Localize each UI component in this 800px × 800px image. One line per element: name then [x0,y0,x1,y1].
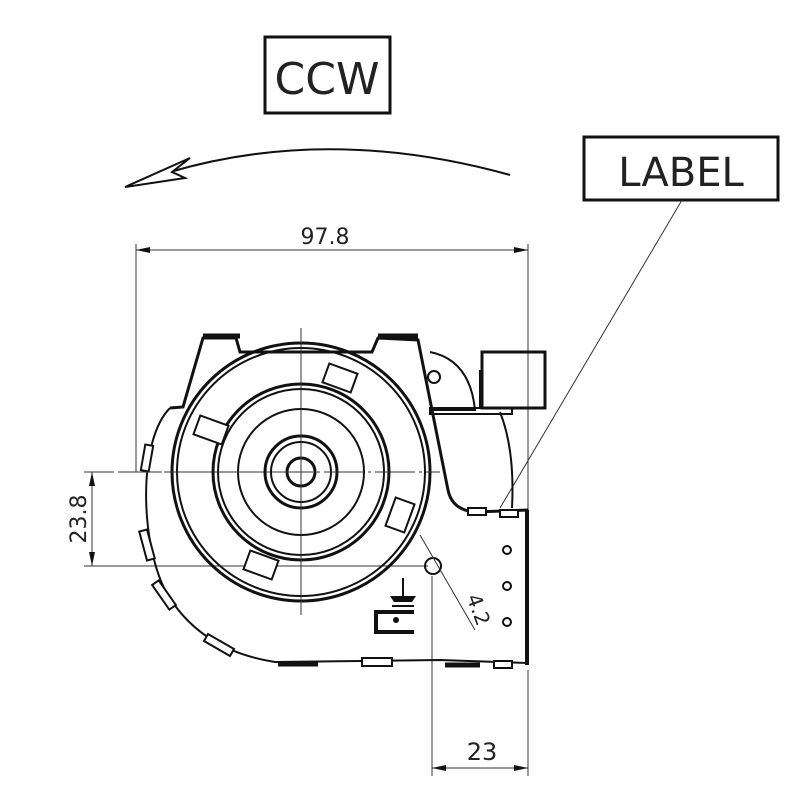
width-dimension: 97.8 [135,225,529,510]
ground-terminal-icon [374,610,414,634]
ccw-label-box: CCW [263,35,392,115]
blower-housing [138,333,547,669]
ccw-text: CCW [275,54,380,105]
ground-icon [390,578,416,607]
hole-offset-dimension: 23 [431,576,529,776]
hole-dia-text: 4.2 [462,591,495,629]
rotor [120,328,440,615]
height-offset-text: 23.8 [67,495,92,544]
hole-offset-text: 23 [467,738,498,766]
label-text: LABEL [618,150,744,196]
label-box: LABEL [499,135,780,509]
mounting-hole: 4.2 [419,534,495,631]
width-dimension-text: 97.8 [301,225,350,250]
rotation-arrow-icon [124,148,511,188]
